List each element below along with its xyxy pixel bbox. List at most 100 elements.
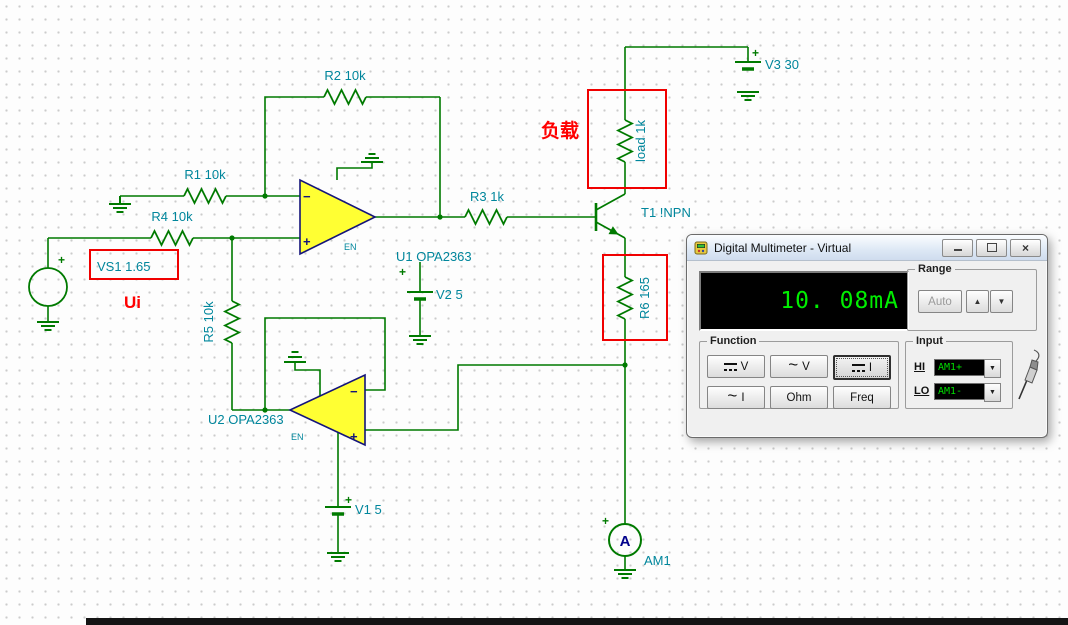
range-group: Range Auto ▲ ▼	[907, 263, 1037, 331]
ground-r1[interactable]	[109, 196, 131, 213]
load-highlight-box	[587, 89, 667, 189]
ground-v2[interactable]	[409, 335, 431, 345]
multimeter-window: Digital Multimeter - Virtual × 10. 08mA …	[686, 234, 1048, 438]
function-button-label: Ohm	[786, 391, 812, 404]
r1-label: R1 10k	[184, 167, 226, 182]
ground-symbols[interactable]	[37, 91, 759, 579]
ground-u2[interactable]	[284, 351, 306, 363]
input-lo-value: AM1-	[934, 383, 984, 400]
ui-annotation: Ui	[124, 293, 141, 312]
resistor-r6[interactable]	[615, 276, 635, 320]
u1-plus-mark: +	[303, 234, 311, 249]
u2-plus-mark: +	[350, 429, 358, 444]
range-auto-button[interactable]: Auto	[918, 290, 962, 313]
input-lo-dropdown-button[interactable]: ▼	[984, 383, 1001, 402]
am1-plus-mark: +	[602, 514, 609, 528]
r3-label: R3 1k	[470, 189, 504, 204]
range-down-icon: ▼	[997, 297, 1006, 306]
source-vs1[interactable]: +	[28, 253, 68, 307]
maximize-icon	[986, 243, 997, 252]
resistor-r2[interactable]	[323, 87, 367, 107]
opamp-u2[interactable]: − + EN	[288, 373, 366, 447]
function-freq-button[interactable]: Freq	[833, 386, 891, 409]
function-button-label: V	[802, 360, 810, 373]
v2-plus-mark: +	[399, 265, 406, 279]
dc-icon	[723, 362, 737, 371]
v3-plus-mark: +	[752, 46, 759, 60]
resistor-r4[interactable]	[150, 228, 194, 248]
input-group: Input HI AM1+ ▼ LO AM1- ▼	[905, 335, 1013, 409]
vs1-label: VS1 1.65	[97, 259, 151, 274]
battery-v3[interactable]	[735, 61, 761, 71]
function-button-label: Freq	[850, 391, 874, 404]
ground-am1[interactable]	[614, 569, 636, 579]
u1-minus-mark: −	[303, 189, 311, 204]
v2-label: V2 5	[436, 287, 463, 302]
minimize-button[interactable]	[942, 238, 973, 257]
resistor-r3[interactable]	[464, 207, 508, 227]
resistor-load[interactable]	[615, 119, 635, 163]
ac-icon	[727, 392, 737, 404]
range-up-icon: ▲	[973, 297, 982, 306]
maximize-button[interactable]	[976, 238, 1007, 257]
input-hi-dropdown-button[interactable]: ▼	[984, 359, 1001, 378]
range-up-button[interactable]: ▲	[966, 290, 989, 313]
ground-v1[interactable]	[327, 552, 349, 562]
u2-label: U2 OPA2363	[208, 412, 284, 427]
u1-label: U1 OPA2363	[396, 249, 472, 264]
wires[interactable]	[47, 46, 749, 570]
function-button-label: V	[740, 360, 749, 373]
input-hi-label: HI	[914, 361, 925, 373]
resistor-r5[interactable]	[222, 300, 242, 344]
annotation-boxes	[89, 89, 668, 341]
minimize-icon	[953, 249, 962, 251]
range-group-label: Range	[915, 263, 955, 275]
battery-v2[interactable]	[407, 291, 433, 301]
chevron-down-icon: ▼	[989, 389, 996, 396]
ground-u1[interactable]	[361, 153, 383, 163]
function-group: Function V V I	[699, 335, 899, 409]
am1-glyph: A	[620, 533, 631, 550]
ground-v3[interactable]	[737, 91, 759, 101]
input-lo-select[interactable]: AM1- ▼	[934, 383, 1001, 402]
v1-label: V1 5	[355, 502, 382, 517]
input-hi-select[interactable]: AM1+ ▼	[934, 359, 1001, 378]
t1-label: T1 !NPN	[641, 205, 691, 220]
opamp-u1[interactable]: − + EN	[299, 178, 377, 256]
function-ac-voltage-button[interactable]: V	[770, 355, 828, 378]
transistor-t1[interactable]	[594, 193, 626, 239]
function-dc-current-button[interactable]: I	[833, 355, 891, 380]
battery-v1[interactable]	[325, 506, 351, 516]
resistor-r1[interactable]	[183, 186, 227, 206]
multimeter-app-icon	[694, 241, 708, 254]
ac-icon	[788, 361, 798, 373]
close-button[interactable]: ×	[1010, 238, 1041, 257]
close-icon: ×	[1021, 240, 1029, 255]
chevron-down-icon: ▼	[989, 365, 996, 372]
r6-label: R6 165	[637, 277, 652, 319]
input-hi-value: AM1+	[934, 359, 984, 376]
multimeter-titlebar[interactable]: Digital Multimeter - Virtual ×	[687, 235, 1047, 261]
ground-vs1[interactable]	[37, 321, 59, 331]
load-annotation-cn: 负载	[541, 119, 579, 142]
function-ohm-button[interactable]: Ohm	[770, 386, 828, 409]
v3-label: V3 30	[765, 57, 799, 72]
input-group-label: Input	[913, 335, 946, 347]
u2-en-label: EN	[291, 432, 304, 442]
v1-plus-mark: +	[345, 493, 352, 507]
function-ac-current-button[interactable]: I	[707, 386, 765, 409]
r5-label: R5 10k	[201, 301, 216, 343]
load-label: load 1k	[633, 120, 648, 162]
probe-icon[interactable]	[1015, 349, 1041, 405]
function-button-label: I	[741, 391, 745, 404]
u1-en-label: EN	[344, 242, 357, 252]
junction-dots	[229, 193, 628, 413]
r6-highlight-box	[602, 254, 668, 341]
dc-icon	[851, 363, 865, 372]
function-dc-voltage-button[interactable]: V	[707, 355, 765, 378]
multimeter-title: Digital Multimeter - Virtual	[714, 240, 852, 255]
ammeter-am1[interactable]: A +	[602, 514, 642, 557]
range-down-button[interactable]: ▼	[990, 290, 1013, 313]
